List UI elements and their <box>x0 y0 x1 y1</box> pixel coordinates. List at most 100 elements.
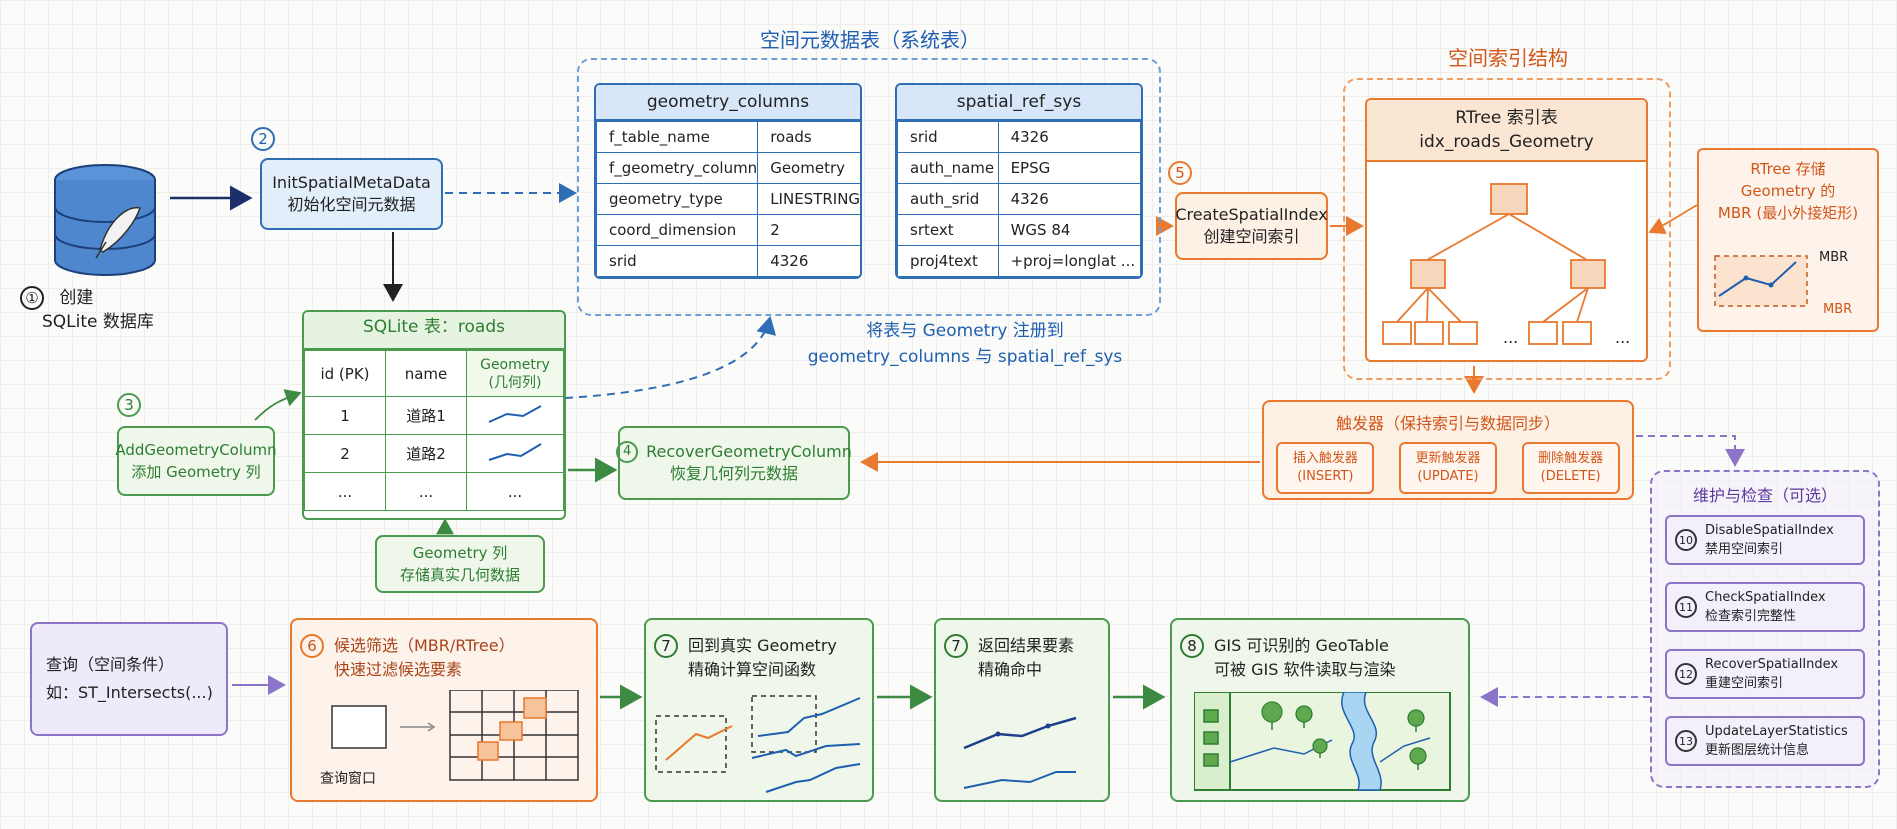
recover-geometry-column-desc: 恢复几何列元数据 <box>669 464 798 483</box>
query-title: 查询（空间条件） <box>46 655 175 674</box>
field-name: f_table_name <box>596 121 759 153</box>
step4-number: 4 <box>616 441 639 463</box>
geometry-line-icon <box>466 434 564 473</box>
field-name: geometry_type <box>596 183 759 215</box>
add-geometry-column-desc: 添加 Geometry 列 <box>131 463 261 481</box>
recover-spatial-index-desc: 重建空间索引 <box>1705 676 1784 691</box>
step1-number: ① <box>20 286 44 310</box>
add-geometry-column-title: AddGeometryColumn <box>115 441 277 459</box>
metadata-note-line2: geometry_columns 与 spatial_ref_sys <box>807 347 1123 367</box>
check-spatial-index-title: CheckSpatialIndex <box>1705 590 1826 605</box>
metadata-note-line1: 将表与 Geometry 注册到 <box>866 321 1064 341</box>
step11-number: 11 <box>1675 596 1697 618</box>
candidate-filter-title: 候选筛选（MBR/RTree） <box>334 636 515 655</box>
exact-geometry-desc: 精确计算空间函数 <box>688 660 817 679</box>
metadata-group <box>577 58 1161 316</box>
field-value: roads <box>757 121 860 153</box>
geometry-header-sub: (几何列) <box>488 374 542 391</box>
insert-trigger: 插入触发器(INSERT) <box>1276 442 1375 494</box>
field-value: 4326 <box>757 245 860 277</box>
query-box: 查询（空间条件） 如：ST_Intersects(...) <box>30 622 228 736</box>
field-name: f_geometry_column <box>596 152 759 184</box>
rtree-header: RTree 索引表 idx_roads_Geometry <box>1367 100 1646 162</box>
geometry-column-note-line2: 存储真实几何数据 <box>399 566 520 584</box>
maintenance-title: 维护与检查（可选） <box>1692 486 1837 505</box>
cell-name: 道路2 <box>385 434 467 473</box>
field-name: srid <box>897 121 999 153</box>
column-header-name: name <box>385 350 467 397</box>
update-layer-statistics-title: UpdateLayerStatistics <box>1705 724 1848 739</box>
step6-number: 6 <box>300 634 324 658</box>
mbr-note-text: RTree 存储 Geometry 的 MBR (最小外接矩形) <box>1699 158 1877 224</box>
rtree-ellipsis-1: ... <box>1503 328 1519 347</box>
result-features-header: 7 返回结果要素 精确命中 <box>936 620 1108 682</box>
step7b-number: 7 <box>944 634 968 658</box>
cell-geometry: ... <box>466 472 564 511</box>
mbr-note-line2: Geometry 的 <box>1740 182 1836 200</box>
arrow-roads-to-metadata <box>564 316 777 399</box>
spatial-ref-sys-title: spatial_ref_sys <box>897 85 1141 121</box>
step5-number: 5 <box>1165 158 1195 188</box>
query-window-label: 查询窗口 <box>320 771 376 787</box>
exact-geometry-box: 7 回到真实 Geometry 精确计算空间函数 <box>644 618 874 802</box>
result-features-illustration <box>963 716 1077 789</box>
result-features-box: 7 返回结果要素 精确命中 <box>934 618 1110 802</box>
result-features-desc: 精确命中 <box>978 660 1043 679</box>
field-value: 2 <box>757 214 860 246</box>
geotable-desc: 可被 GIS 软件读取与渲染 <box>1214 660 1396 679</box>
update-layer-statistics-desc: 更新图层统计信息 <box>1705 743 1810 758</box>
step1-title: 创建 <box>59 288 94 308</box>
field-name: coord_dimension <box>596 214 759 246</box>
triggers-box: 触发器（保持索引与数据同步） 插入触发器(INSERT) 更新触发器(UPDAT… <box>1262 400 1634 500</box>
geotable-header: 8 GIS 可识别的 GeoTable 可被 GIS 软件读取与渲染 <box>1172 620 1468 682</box>
candidate-filter-header: 6 候选筛选（MBR/RTree） 快速过滤候选要素 <box>292 620 596 682</box>
metadata-group-title: 空间元数据表（系统表） <box>760 28 980 52</box>
init-spatial-metadata-box: InitSpatialMetaData 初始化空间元数据 <box>260 158 443 230</box>
field-value: Geometry <box>757 152 860 184</box>
index-group-title: 空间索引结构 <box>1448 46 1568 70</box>
cell-id: ... <box>304 472 386 511</box>
exact-geometry-illustration <box>655 695 861 793</box>
add-geometry-column-box: AddGeometryColumn 添加 Geometry 列 <box>115 426 277 496</box>
gis-map-icon <box>1194 692 1451 791</box>
delete-trigger-label: 删除触发器 <box>1538 451 1604 466</box>
field-name: srtext <box>897 214 999 246</box>
update-trigger: 更新触发器(UPDATE) <box>1398 442 1497 494</box>
field-name: proj4text <box>897 245 999 277</box>
field-name: auth_name <box>897 152 999 184</box>
rtree-diagram <box>1382 183 1606 345</box>
exact-geometry-title: 回到真实 Geometry <box>688 636 837 655</box>
triggers-title: 触发器（保持索引与数据同步） <box>1335 414 1560 433</box>
mbr-note-line3: MBR (最小外接矩形) <box>1717 204 1859 222</box>
create-spatial-index-box: CreateSpatialIndex 创建空间索引 <box>1175 192 1328 260</box>
disable-spatial-index-title: DisableSpatialIndex <box>1705 523 1834 538</box>
exact-geometry-header: 7 回到真实 Geometry 精确计算空间函数 <box>646 620 872 682</box>
delete-trigger: 删除触发器(DELETE) <box>1521 442 1620 494</box>
recover-geometry-column-box: 4 RecoverGeometryColumn 恢复几何列元数据 <box>616 426 852 500</box>
step2-number: 2 <box>248 124 278 154</box>
geometry-header-label: Geometry <box>480 356 550 373</box>
recover-geometry-column-title: RecoverGeometryColumn <box>646 442 852 461</box>
create-spatial-index-title: CreateSpatialIndex <box>1175 205 1328 224</box>
insert-trigger-sub: (INSERT) <box>1297 469 1354 484</box>
candidate-filter-box: 6 候选筛选（MBR/RTree） 快速过滤候选要素 查询窗口 <box>290 618 598 802</box>
roads-table-title-overlay: SQLite 表：roads <box>363 317 505 337</box>
table-row: proj4text+proj=longlat ... <box>897 245 1141 277</box>
geometry-column-note-line1: Geometry 列 <box>412 544 508 562</box>
step10-number: 10 <box>1675 529 1697 551</box>
rtree-index-table: RTree 索引表 idx_roads_Geometry ... ... <box>1365 98 1648 362</box>
init-spatial-metadata-title: InitSpatialMetaData <box>272 173 431 192</box>
trigger-list: 插入触发器(INSERT) 更新触发器(UPDATE) 删除触发器(DELETE… <box>1264 442 1632 494</box>
